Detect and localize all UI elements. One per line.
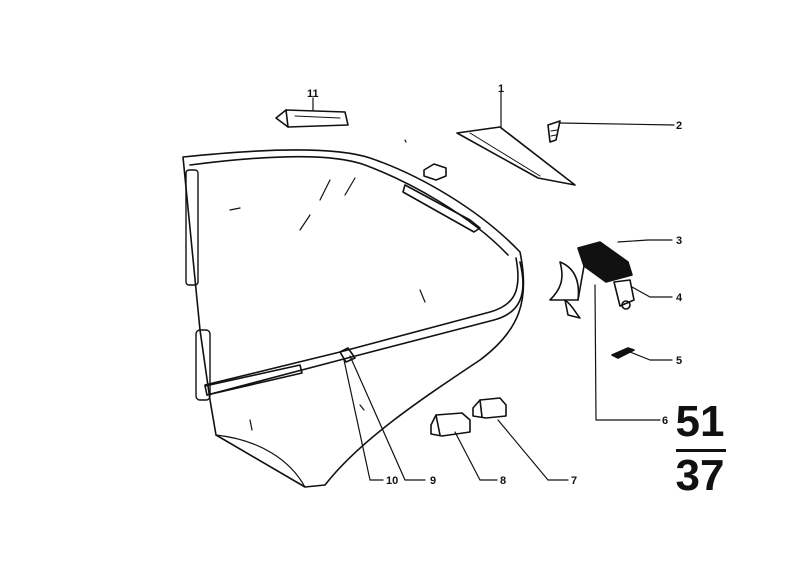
callout-label-3: 3 bbox=[676, 235, 682, 247]
part-7-clip bbox=[472, 397, 507, 419]
callout-leader-lines bbox=[312, 91, 675, 481]
callout-label-9: 9 bbox=[430, 475, 436, 487]
callout-label-7: 7 bbox=[571, 475, 577, 487]
callout-label-6: 6 bbox=[662, 415, 668, 427]
callout-label-10: 10 bbox=[386, 475, 398, 487]
part-3-hinge-cover bbox=[577, 241, 633, 283]
callout-label-1: 1 bbox=[498, 83, 504, 95]
callout-label-4: 4 bbox=[676, 292, 683, 304]
group-number-bottom: 37 bbox=[675, 451, 725, 500]
group-number-divider bbox=[676, 449, 726, 452]
part-5-clip bbox=[611, 347, 635, 359]
callout-label-11: 11 bbox=[307, 88, 319, 100]
part-8-clip bbox=[430, 412, 471, 437]
part-6-hinge-bracket bbox=[549, 261, 585, 319]
callout-label-5: 5 bbox=[676, 355, 682, 367]
glass-reflection-marks bbox=[229, 139, 426, 431]
small-clip-part bbox=[423, 163, 447, 181]
callout-labels: 1 2 3 4 5 6 7 8 9 10 11 bbox=[307, 83, 683, 487]
part-4-hinge-pin bbox=[613, 279, 635, 310]
part-11-seal-strip bbox=[275, 109, 349, 128]
part-1-trim-panel bbox=[456, 126, 576, 186]
callout-label-2: 2 bbox=[676, 120, 682, 132]
callout-label-8: 8 bbox=[500, 475, 506, 487]
quarter-window-glass bbox=[182, 149, 525, 488]
group-number-top: 51 bbox=[675, 397, 725, 446]
part-2-screw bbox=[547, 120, 561, 143]
